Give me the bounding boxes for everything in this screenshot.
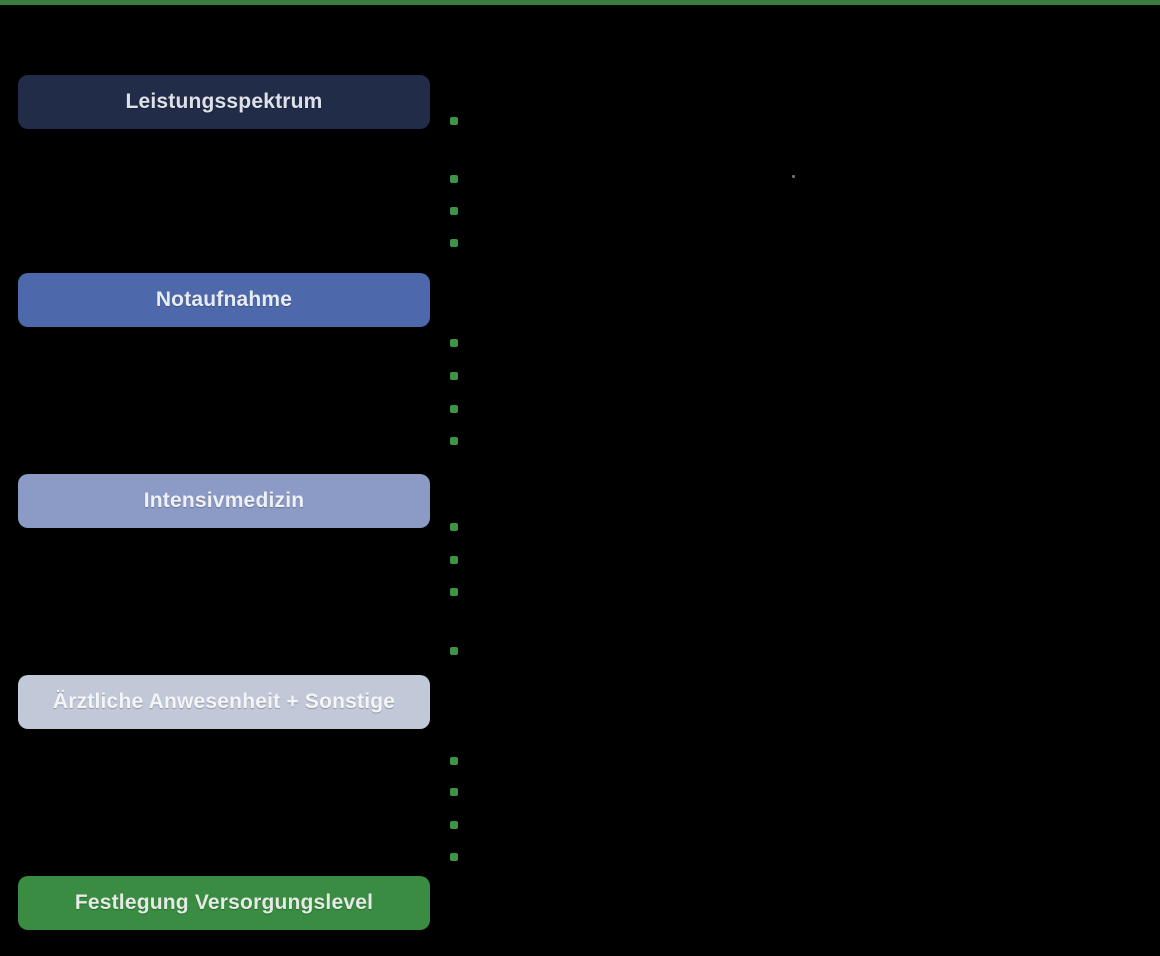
bullet-marker xyxy=(450,437,458,445)
bullet-marker xyxy=(450,117,458,125)
stage-label: Intensivmedizin xyxy=(143,489,305,512)
bullet-marker xyxy=(450,647,458,655)
stage-label: Leistungsspektrum xyxy=(125,90,323,113)
bullet-marker xyxy=(450,757,458,765)
bullet-marker xyxy=(450,821,458,829)
stage-label: Notaufnahme xyxy=(155,288,293,311)
stage-label: Festlegung Versorgungslevel xyxy=(74,891,374,914)
bullet-marker xyxy=(450,405,458,413)
bullet-marker xyxy=(450,523,458,531)
bullet-marker xyxy=(450,372,458,380)
stage-box-festlegung-versorgungslevel: Festlegung Versorgungslevel xyxy=(18,876,430,930)
bullet-marker xyxy=(450,207,458,215)
stage-box-intensivmedizin: Intensivmedizin xyxy=(18,474,430,528)
bullet-marker xyxy=(450,788,458,796)
stray-pixel-artifact xyxy=(792,175,795,178)
stage-box-notaufnahme: Notaufnahme xyxy=(18,273,430,327)
bullet-marker xyxy=(450,588,458,596)
bullet-marker xyxy=(450,556,458,564)
bullet-marker xyxy=(450,853,458,861)
bullet-marker xyxy=(450,239,458,247)
top-divider-rule xyxy=(0,0,1160,5)
stage-box-aerztliche-anwesenheit: Ärztliche Anwesenheit + Sonstige xyxy=(18,675,430,729)
bullet-marker xyxy=(450,175,458,183)
bullet-marker xyxy=(450,339,458,347)
stage-box-leistungsspektrum: Leistungsspektrum xyxy=(18,75,430,129)
stage-label: Ärztliche Anwesenheit + Sonstige xyxy=(52,690,396,713)
